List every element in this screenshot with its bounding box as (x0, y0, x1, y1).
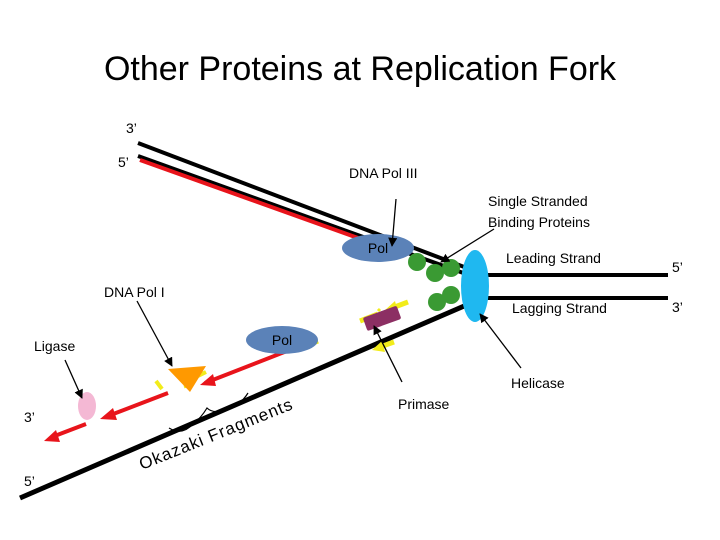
pointer-ssb (440, 228, 495, 263)
upper-parent-strand-top (137, 141, 481, 275)
pointer-primase (373, 325, 403, 383)
label-lagging-strand: Lagging Strand (512, 300, 607, 316)
primer-fragment-a (154, 379, 164, 391)
pointer-pol3 (388, 198, 398, 247)
label-okazaki-fragments: Okazaki Fragments (136, 395, 296, 474)
ssb-icon (442, 286, 460, 304)
page-title: Other Proteins at Replication Fork (104, 50, 617, 88)
label-dna-pol-3: DNA Pol III (349, 165, 417, 181)
upper-parent-strand-bottom (137, 154, 481, 281)
label-helicase: Helicase (511, 375, 565, 391)
pointer-helicase (479, 313, 522, 369)
pol-lower-label: Pol (272, 332, 292, 348)
ligase-icon (78, 392, 96, 420)
okazaki-fragment-3 (51, 422, 87, 439)
lagging-template-strand (19, 294, 486, 501)
label-left-5prime: 5’ (24, 473, 35, 489)
okazaki-arrowhead-2 (100, 408, 117, 420)
okazaki-arrowhead-1 (200, 374, 216, 386)
label-primase: Primase (398, 396, 450, 412)
primer-tip (376, 307, 382, 313)
pointer-pol1 (136, 300, 173, 367)
pol-upper-label: Pol (368, 240, 388, 256)
okazaki-arrowhead-3 (44, 430, 60, 442)
ssb-icon (428, 293, 446, 311)
pointer-ligase (64, 359, 83, 399)
label-ligase: Ligase (34, 338, 75, 354)
ssb-icon (426, 264, 444, 282)
helicase-icon (461, 250, 489, 322)
label-top-3prime: 3’ (126, 120, 137, 136)
label-leading-strand: Leading Strand (506, 250, 601, 266)
label-right-3prime: 3’ (672, 299, 683, 315)
ssb-icon (442, 259, 460, 277)
label-ssb-line1: Single Stranded (488, 193, 588, 209)
pol1-triangle-icon (168, 366, 206, 392)
label-right-5prime: 5’ (672, 259, 683, 275)
leading-new-strand (139, 158, 359, 240)
label-ssb-line2: Binding Proteins (488, 214, 590, 230)
yellow-arrowhead-lower (372, 341, 385, 352)
okazaki-fragment-2 (107, 391, 169, 418)
okazaki-bracket (168, 392, 249, 432)
label-dna-pol-1: DNA Pol I (104, 284, 165, 300)
label-left-3prime: 3’ (24, 409, 35, 425)
ssb-icon (408, 253, 426, 271)
label-top-5prime: 5’ (118, 154, 129, 170)
primase-icon (363, 306, 401, 331)
pol3-lower-icon (246, 326, 318, 354)
